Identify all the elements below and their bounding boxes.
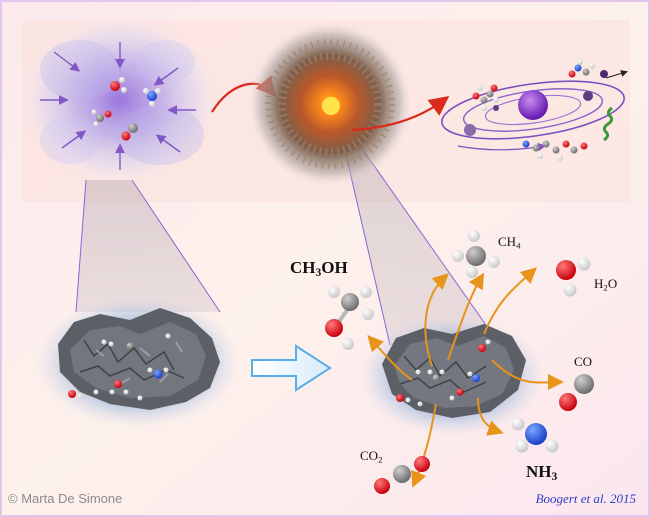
nh3-molecule xyxy=(511,417,559,453)
h2o-label-sub: 2 xyxy=(603,282,608,293)
co-molecule xyxy=(559,374,594,411)
co2-molecule xyxy=(374,456,430,494)
planetary-system xyxy=(441,59,628,161)
cloud-molecules xyxy=(91,77,161,141)
ch4-label: CH4 xyxy=(498,234,520,250)
ch4-label-main: CH xyxy=(498,234,517,249)
co2-label: CO2 xyxy=(360,448,382,464)
ch3oh-label-main: CH xyxy=(290,258,316,277)
ch4-molecule xyxy=(452,230,500,278)
collapse-arrows xyxy=(40,42,196,170)
dna-helix xyxy=(602,106,614,142)
desorption-arrows xyxy=(367,267,564,488)
projection-cone-right xyxy=(338,120,500,345)
h2o-label-tail: O xyxy=(607,276,618,291)
citation-credit: Boogert et al. 2015 xyxy=(535,491,636,506)
evolution-arrow-2 xyxy=(351,96,450,132)
ch3oh-label-tail: OH xyxy=(321,258,348,277)
projection-cone-left xyxy=(76,180,220,312)
ch3oh-label: CH3OH xyxy=(290,258,348,279)
nh3-label-sub: 3 xyxy=(551,470,558,484)
author-credit: © Marta De Simone xyxy=(8,491,123,506)
protostar xyxy=(248,22,412,186)
dust-grain-right xyxy=(360,316,544,436)
co2-label-main: CO xyxy=(360,448,379,463)
co-label-main: CO xyxy=(574,354,593,369)
cone-left-edge-1 xyxy=(75,179,87,313)
co-label: CO xyxy=(574,354,592,370)
h2o-label: H2O xyxy=(594,276,617,292)
dust-grain-left xyxy=(36,296,240,428)
h2o-molecule xyxy=(556,257,591,297)
h2o-label-main: H xyxy=(594,276,604,291)
co2-label-sub: 2 xyxy=(378,454,383,465)
ch4-label-sub: 4 xyxy=(516,240,521,251)
nh3-label: NH3 xyxy=(526,462,557,483)
ch3oh-molecule xyxy=(325,286,374,350)
cone-left-edge-2 xyxy=(131,179,221,313)
process-arrow xyxy=(251,344,332,392)
ch3oh-label-sub: 3 xyxy=(315,266,322,280)
nh3-label-main: NH xyxy=(526,462,552,481)
